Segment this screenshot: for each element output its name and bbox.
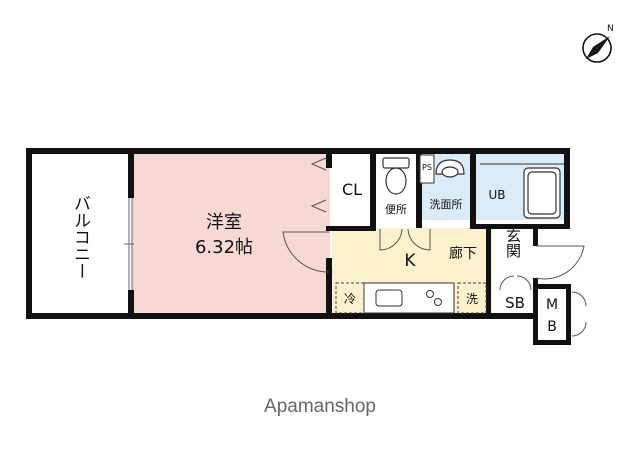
north-label: N [607, 24, 614, 34]
hallway-label: 廊下 [449, 245, 477, 262]
unit-bath-label: UB [488, 188, 505, 202]
washer-label: 洗 [466, 292, 478, 306]
bathtub-fixture [523, 167, 561, 219]
balcony-window [124, 198, 134, 290]
washer-space [457, 282, 487, 314]
balcony-label: バルコニー [70, 195, 90, 280]
closet-doors [310, 157, 327, 213]
walls [26, 148, 571, 345]
meter-box-label-top: M [546, 297, 558, 313]
north-arrow-icon: N [582, 24, 614, 63]
western-room-name: 洋室 [206, 212, 242, 233]
toilet-label: 便所 [385, 203, 407, 216]
fridge-space [335, 282, 365, 314]
closet-label: CL [342, 180, 362, 199]
watermark: Apamanshop [264, 396, 376, 417]
meter-box-label-bottom: B [547, 319, 557, 335]
washroom-label: 洗面所 [430, 198, 463, 211]
western-room-size: 6.32帖 [195, 237, 253, 258]
shoe-box-label: SB [505, 294, 525, 312]
fridge-label: 冷 [344, 292, 356, 306]
kitchen-label: K [404, 251, 416, 271]
pipe-space [419, 154, 435, 184]
toilet-fixture [382, 157, 410, 195]
pipe-space-label: PS [422, 163, 432, 172]
kitchen-counter [363, 282, 455, 314]
entrance-label: 玄関 [504, 228, 522, 259]
washbasin-fixture [435, 159, 465, 178]
doors [282, 228, 587, 337]
western-room-floor [132, 152, 330, 315]
